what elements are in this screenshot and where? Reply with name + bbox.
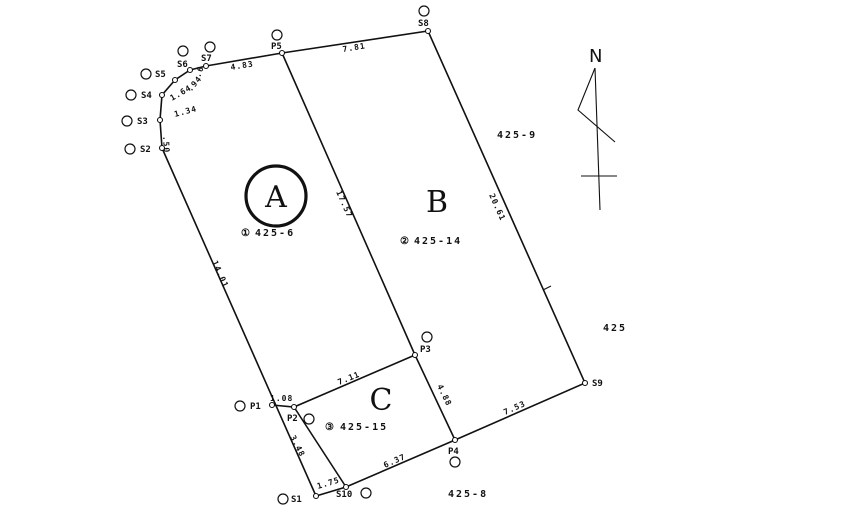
marker-s2 [124, 143, 136, 155]
north-arrow-shaft [594, 67, 601, 211]
survey-points [156, 27, 589, 500]
marker-p5 [271, 29, 283, 41]
marker-p2 [303, 413, 315, 425]
region-c-lot: 425-15 [340, 422, 388, 433]
division-p2-s10 [293, 406, 347, 488]
label-s8: S8 [418, 19, 429, 29]
label-p1: P1 [250, 402, 261, 412]
dim-s2-p1: 14.01 [210, 259, 230, 289]
adjacent-lot-425-9: 425-9 [497, 130, 537, 141]
dim-p5-s8: 7.81 [342, 41, 366, 54]
marker-s10 [360, 487, 372, 499]
point-labels: S1 S2 S3 S4 S5 S6 S7 P5 S8 S9 P4 S10 P1 … [137, 19, 603, 505]
label-s10: S10 [336, 490, 352, 500]
region-c-label: C [370, 383, 393, 418]
marker-s6 [177, 45, 189, 57]
adjacent-lot-425-8: 425-8 [448, 489, 488, 500]
marker-s8 [418, 5, 430, 17]
dim-s2-s3: .50 [161, 136, 171, 154]
north-arrow-head [577, 67, 616, 143]
dim-p1-p2: 1.08 [270, 394, 293, 403]
label-s2: S2 [140, 145, 151, 155]
adjacent-lots: 425-9 425 425-8 [448, 130, 627, 500]
marker-s7 [204, 41, 216, 53]
label-s1: S1 [291, 495, 302, 505]
label-s5: S5 [155, 70, 166, 80]
region-b: B ② 425-14 [400, 185, 462, 247]
region-b-lot-mark: ② [400, 236, 411, 247]
label-p4: P4 [448, 447, 459, 457]
region-b-label: B [426, 185, 448, 220]
marker-p3 [421, 331, 433, 343]
dim-s6-s7: .6 [193, 65, 205, 79]
region-a-lot-mark: ① [241, 228, 252, 239]
label-s6: S6 [177, 60, 188, 70]
label-s4: S4 [141, 91, 152, 101]
point-s7 [202, 62, 210, 70]
dim-s7-p5: 4.83 [230, 59, 254, 72]
dim-s3-s4: 1.34 [173, 104, 198, 119]
marker-s5 [140, 68, 152, 80]
adjacent-lot-425: 425 [603, 323, 627, 334]
label-s9: S9 [592, 379, 603, 389]
dim-p2-s1: 3.48 [288, 434, 307, 459]
region-a-circle [244, 164, 308, 228]
region-a-label: A [264, 180, 287, 215]
point-s10 [342, 483, 350, 491]
point-s1 [312, 492, 320, 500]
label-p5: P5 [271, 42, 282, 52]
point-s5 [171, 76, 179, 84]
label-s3: S3 [137, 117, 148, 127]
marker-s4 [125, 89, 137, 101]
region-b-lot: 425-14 [414, 236, 462, 247]
dim-s10-p4: 6.37 [382, 452, 407, 470]
tick-mark [542, 285, 552, 291]
point-p1 [268, 401, 276, 409]
point-s9 [581, 379, 589, 387]
dim-p5-p3: 17.57 [334, 189, 354, 219]
north-label: N [589, 46, 602, 67]
marker-p4 [449, 456, 461, 468]
point-s3 [156, 116, 164, 124]
point-p2 [290, 403, 298, 411]
point-s2 [158, 144, 166, 152]
marker-s1 [277, 493, 289, 505]
region-a: A ① 425-6 [241, 164, 308, 239]
region-c-lot-mark: ③ [325, 422, 336, 433]
point-p4 [451, 436, 459, 444]
marker-p1 [234, 400, 246, 412]
point-s8 [424, 27, 432, 35]
north-arrow: N [577, 46, 617, 211]
point-s6 [186, 66, 194, 74]
label-s7: S7 [201, 54, 212, 64]
dim-s8-s9: 20.61 [487, 192, 507, 222]
monument-markers [121, 5, 461, 505]
label-p3: P3 [420, 345, 431, 355]
point-s4 [158, 91, 166, 99]
region-a-lot: 425-6 [255, 228, 295, 239]
region-c: C ③ 425-15 [325, 383, 392, 433]
marker-s3 [121, 115, 133, 127]
dim-s1-s10: 1.75 [316, 476, 341, 491]
point-p3 [411, 351, 419, 359]
label-p2: P2 [287, 414, 298, 424]
point-p5 [278, 49, 286, 57]
